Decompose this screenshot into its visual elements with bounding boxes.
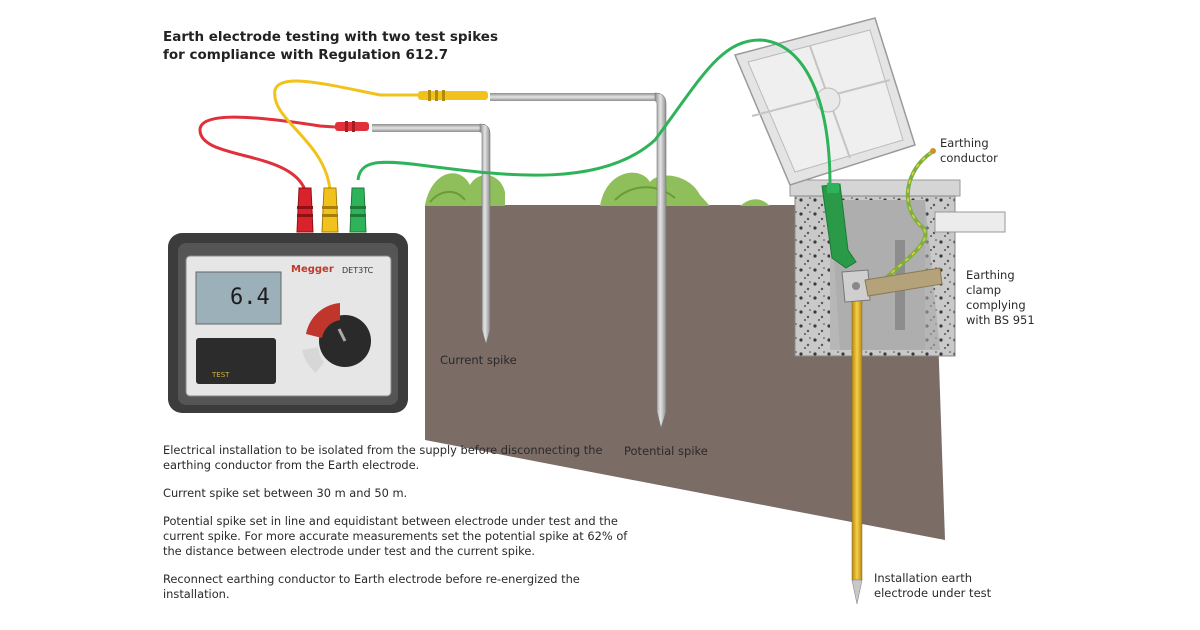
meter-test-label: TEST <box>212 371 230 379</box>
title-line-1: Earth electrode testing with two test sp… <box>163 29 498 45</box>
earthing-conductor-label: Earthing conductor <box>940 136 998 165</box>
note-current-spike: Current spike set between 30 m and 50 m. <box>163 486 408 500</box>
instruction-notes: Electrical installation to be isolated f… <box>163 443 633 615</box>
title-line-2: for compliance with Regulation 612.7 <box>163 47 449 63</box>
lead-plugs <box>296 187 367 233</box>
earthing-conductor-cable <box>876 148 936 288</box>
current-spike <box>372 123 491 346</box>
grass <box>425 172 770 206</box>
earthing-clamp-label: Earthing clamp complying with BS 951 <box>966 268 1035 327</box>
current-spike-label: Current spike <box>440 353 517 367</box>
note-isolation: Electrical installation to be isolated f… <box>163 443 603 472</box>
earth-electrode-label: Installation earth electrode under test <box>874 571 992 600</box>
yellow-test-lead <box>273 79 488 191</box>
meter-model: DET3TC <box>342 266 374 275</box>
diagram-title: Earth electrode testing with two test sp… <box>163 28 498 64</box>
megger-meter <box>168 233 408 413</box>
potential-spike <box>490 92 667 430</box>
meter-brand: Megger <box>291 264 334 275</box>
earth-electrode-rod <box>851 289 863 605</box>
note-potential-spike: Potential spike set in line and equidist… <box>163 514 628 558</box>
note-reconnect: Reconnect earthing conductor to Earth el… <box>163 572 580 601</box>
earthing-clamp <box>841 267 943 303</box>
potential-spike-label: Potential spike <box>624 444 708 458</box>
green-test-lead <box>356 38 857 269</box>
red-test-lead <box>198 115 369 191</box>
pit-lid <box>733 17 916 186</box>
meter-reading: 6.4 <box>230 285 270 310</box>
